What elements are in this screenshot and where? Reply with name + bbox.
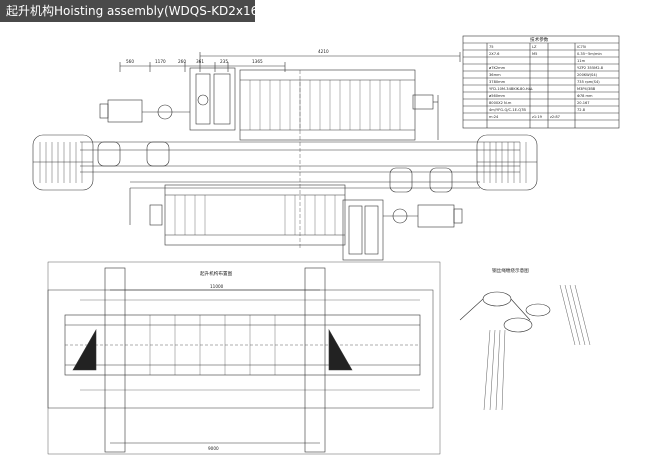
spec-table-frame: [462, 35, 620, 129]
spec-cell: 72.8: [577, 108, 586, 112]
spec-cell: ø7K2mm: [489, 66, 506, 70]
spec-cell: YZP2 355M2-8: [577, 66, 604, 70]
segment-dimension-label: 560: [126, 59, 134, 64]
spec-cell: YFD-10M-34BKIK-80-HAL: [489, 87, 533, 91]
spec-cell: z1:19: [532, 115, 543, 119]
layout-plan-title: 起升机构布置图: [200, 270, 233, 277]
spec-cell: Φ78 mm: [577, 94, 593, 98]
overall-dimension-label: 4210: [318, 49, 329, 54]
spec-cell: 36mm: [489, 73, 501, 77]
spec-table-title: 技术参数: [530, 36, 549, 43]
spec-cell: 75: [489, 45, 494, 49]
layout-bottom-width: 9000: [208, 446, 219, 451]
segment-dimension-label: 235: [220, 59, 228, 64]
layout-top-width: 11000: [210, 284, 224, 289]
spec-cell: 3780mm: [489, 80, 506, 84]
spec-cell: 11m: [577, 59, 586, 63]
spec-cell: m:24: [489, 115, 499, 119]
spec-cell: iC75i: [577, 45, 586, 49]
spec-table-values: 75 iC75i 2X7.6 0.35~5m/min 11m ø7K2mm YZ…: [489, 45, 604, 119]
segment-dimension-label: 1365: [252, 59, 263, 64]
spec-cell: 8000X2 N.m: [489, 101, 512, 105]
spec-cell: 200KW(S4): [577, 73, 598, 77]
segment-dimension-label: 1170: [155, 59, 166, 64]
spec-cell: LZ: [532, 45, 537, 49]
spec-cell: 2X7.6: [489, 52, 500, 56]
spec-cell: z2:87: [550, 115, 560, 119]
segment-dimension-label: 361: [196, 59, 204, 64]
rope-reeving-diagram: [459, 284, 591, 411]
rope-diagram-title: 钢丝绳缠绕示意图: [492, 267, 529, 274]
spec-cell: 0.35~5m/min: [577, 52, 602, 56]
spec-cell: ø560mm: [489, 94, 506, 98]
spec-cell: 4m/YFG-Q/C-1E-Q7B: [489, 108, 526, 112]
spec-cell: M5: [532, 52, 537, 56]
layout-plan-drawing: [47, 261, 441, 455]
top-view-drawing: [32, 52, 538, 261]
page-title: 起升机构Hoisting assembly(WDQS-KD2x160.1): [0, 0, 282, 22]
spec-cell: 20.167: [577, 101, 590, 105]
spec-cell: M3P4/3BB: [577, 87, 596, 91]
segment-dimension-label: 260: [178, 59, 186, 64]
spec-cell: 735 rpm(S4): [577, 80, 600, 84]
